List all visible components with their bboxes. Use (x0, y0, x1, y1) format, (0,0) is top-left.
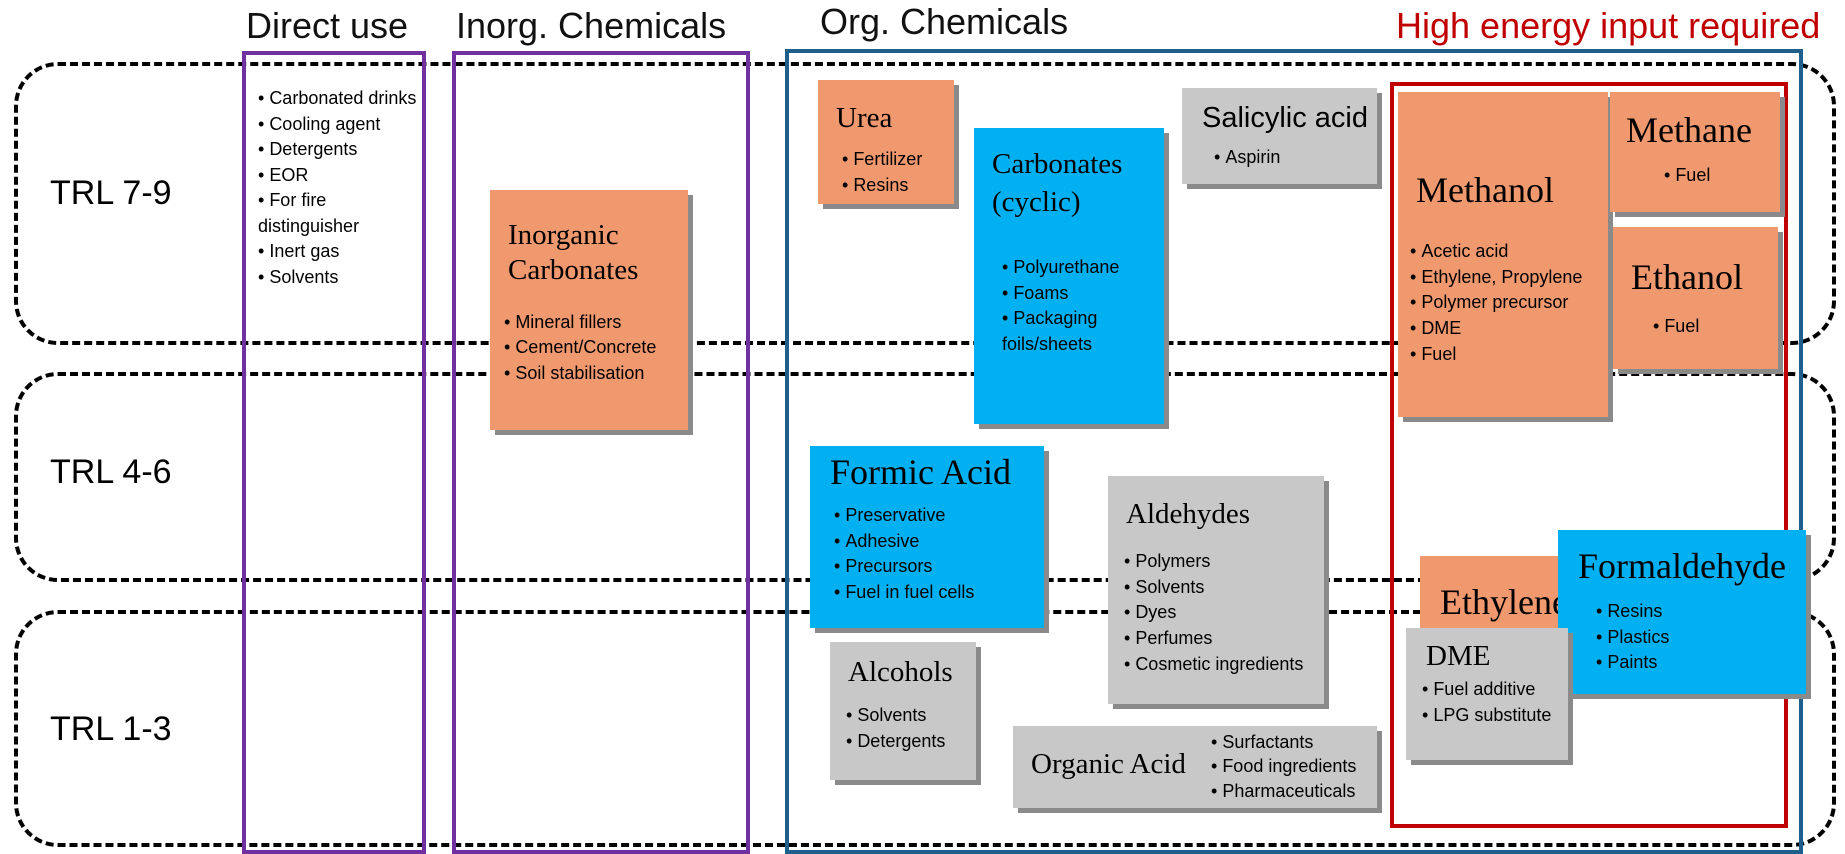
box-items: Fertilizer Resins (842, 147, 954, 198)
list-item: Fertilizer (842, 147, 954, 173)
box-title: Methanol (1416, 170, 1554, 210)
box-title: Ethanol (1631, 257, 1743, 297)
list-item: Preservative (834, 503, 1044, 529)
organic-acid-box: Organic Acid Surfactants Food ingredient… (1013, 726, 1377, 808)
box-items: Preservative Adhesive Precursors Fuel in… (834, 503, 1044, 605)
box-title: Aldehydes (1126, 498, 1251, 530)
aldehydes-box: Aldehydes Polymers Solvents Dyes Perfume… (1108, 476, 1324, 704)
header-high-energy: High energy input required (1396, 5, 1821, 46)
inorg-chemicals-column (452, 51, 750, 854)
salicylic-acid-box: Salicylic acid Aspirin (1182, 88, 1377, 184)
list-item: Acetic acid (1410, 239, 1608, 265)
list-item: For fire distinguisher (258, 188, 418, 239)
box-title: Alcohols (848, 656, 953, 688)
box-items: Resins Plastics Paints (1596, 599, 1806, 676)
list-item: Cooling agent (258, 112, 418, 138)
direct-use-column (242, 51, 426, 854)
box-items: Solvents Detergents (846, 703, 976, 754)
list-item: Cement/Concrete (504, 335, 688, 361)
header-direct-use: Direct use (246, 5, 409, 46)
list-item: Polymer precursor (1410, 290, 1608, 316)
list-item: Surfactants (1211, 730, 1356, 754)
list-item: Pharmaceuticals (1211, 779, 1356, 803)
box-items: Fuel (1653, 314, 1778, 340)
list-item: Paints (1596, 650, 1806, 676)
list-item: EOR (258, 163, 418, 189)
ethylene-box: Ethylene (1420, 556, 1572, 636)
box-title: Urea (836, 102, 893, 134)
list-item: Soil stabilisation (504, 361, 688, 387)
box-title: Methane (1626, 110, 1752, 150)
list-item: Solvents (1124, 575, 1324, 601)
header-org-chemicals: Org. Chemicals (820, 1, 1069, 42)
methane-box: Methane Fuel (1610, 92, 1780, 212)
box-title: Formic Acid (830, 452, 1011, 492)
list-item: Cosmetic ingredients (1124, 652, 1324, 678)
list-item: Resins (842, 173, 954, 199)
trl-7-9-label: TRL 7-9 (50, 174, 172, 212)
list-item: Inert gas (258, 239, 418, 265)
list-item: Plastics (1596, 625, 1806, 651)
box-items: Acetic acid Ethylene, Propylene Polymer … (1410, 239, 1608, 367)
list-item: Fuel (1664, 163, 1780, 189)
box-title: DME (1426, 640, 1491, 672)
box-title: Inorganic Carbonates (508, 219, 639, 286)
list-item: Foams (1002, 281, 1152, 307)
list-item: Fuel additive (1422, 677, 1562, 703)
list-item: LPG substitute (1422, 703, 1562, 729)
box-items: Fuel additive LPG substitute (1422, 677, 1562, 728)
box-items: Aspirin (1214, 145, 1377, 171)
list-item: Packaging foils/sheets (1002, 306, 1152, 357)
header-inorg-chemicals: Inorg. Chemicals (456, 5, 727, 46)
list-item: Perfumes (1124, 626, 1324, 652)
list-item: Detergents (846, 729, 976, 755)
methanol-box: Methanol Acetic acid Ethylene, Propylene… (1398, 92, 1608, 417)
formic-acid-box: Formic Acid Preservative Adhesive Precur… (810, 446, 1044, 628)
formaldehyde-box: Formaldehyde Resins Plastics Paints (1558, 530, 1806, 694)
direct-use-list: Carbonated drinks Cooling agent Detergen… (258, 86, 418, 290)
list-item: Dyes (1124, 600, 1324, 626)
list-item: Ethylene, Propylene (1410, 265, 1608, 291)
list-item: Precursors (834, 554, 1044, 580)
box-items: Mineral fillers Cement/Concrete Soil sta… (504, 310, 688, 387)
trl-1-3-label: TRL 1-3 (50, 710, 172, 748)
list-item: DME (1410, 316, 1608, 342)
box-items: Polymers Solvents Dyes Perfumes Cosmetic… (1124, 549, 1324, 677)
alcohols-box: Alcohols Solvents Detergents (830, 642, 976, 780)
high-energy-frame (1390, 82, 1788, 828)
box-items: Surfactants Food ingredients Pharmaceuti… (1211, 730, 1356, 803)
list-item: Polymers (1124, 549, 1324, 575)
list-item: Food ingredients (1211, 754, 1356, 778)
list-item: Solvents (846, 703, 976, 729)
box-title: Carbonates (cyclic) (992, 148, 1123, 218)
list-item: Aspirin (1214, 145, 1377, 171)
box-title: Salicylic acid (1202, 102, 1368, 134)
list-item: Solvents (258, 265, 418, 291)
urea-box: Urea Fertilizer Resins (818, 80, 954, 204)
list-item: Adhesive (834, 529, 1044, 555)
list-item: Mineral fillers (504, 310, 688, 336)
list-item: Fuel in fuel cells (834, 580, 1044, 606)
org-chemicals-column (785, 49, 1803, 854)
inorganic-carbonates-box: Inorganic Carbonates Mineral fillers Cem… (490, 190, 688, 430)
ethanol-box: Ethanol Fuel (1613, 227, 1778, 369)
list-item: Resins (1596, 599, 1806, 625)
carbonates-cyclic-box: Carbonates (cyclic) Polyurethane Foams P… (974, 128, 1164, 424)
trl-band-7-9 (14, 62, 1836, 345)
dme-box: DME Fuel additive LPG substitute (1406, 628, 1568, 760)
box-title: Ethylene (1440, 582, 1568, 622)
box-items: Polyurethane Foams Packaging foils/sheet… (1002, 255, 1152, 357)
box-title: Formaldehyde (1578, 546, 1786, 586)
box-items: Fuel (1664, 163, 1780, 189)
list-item: Polyurethane (1002, 255, 1152, 281)
list-item: Fuel (1410, 342, 1608, 368)
list-item: Detergents (258, 137, 418, 163)
list-item: Fuel (1653, 314, 1778, 340)
box-title: Organic Acid (1031, 748, 1186, 780)
trl-4-6-label: TRL 4-6 (50, 453, 172, 491)
list-item: Carbonated drinks (258, 86, 418, 112)
